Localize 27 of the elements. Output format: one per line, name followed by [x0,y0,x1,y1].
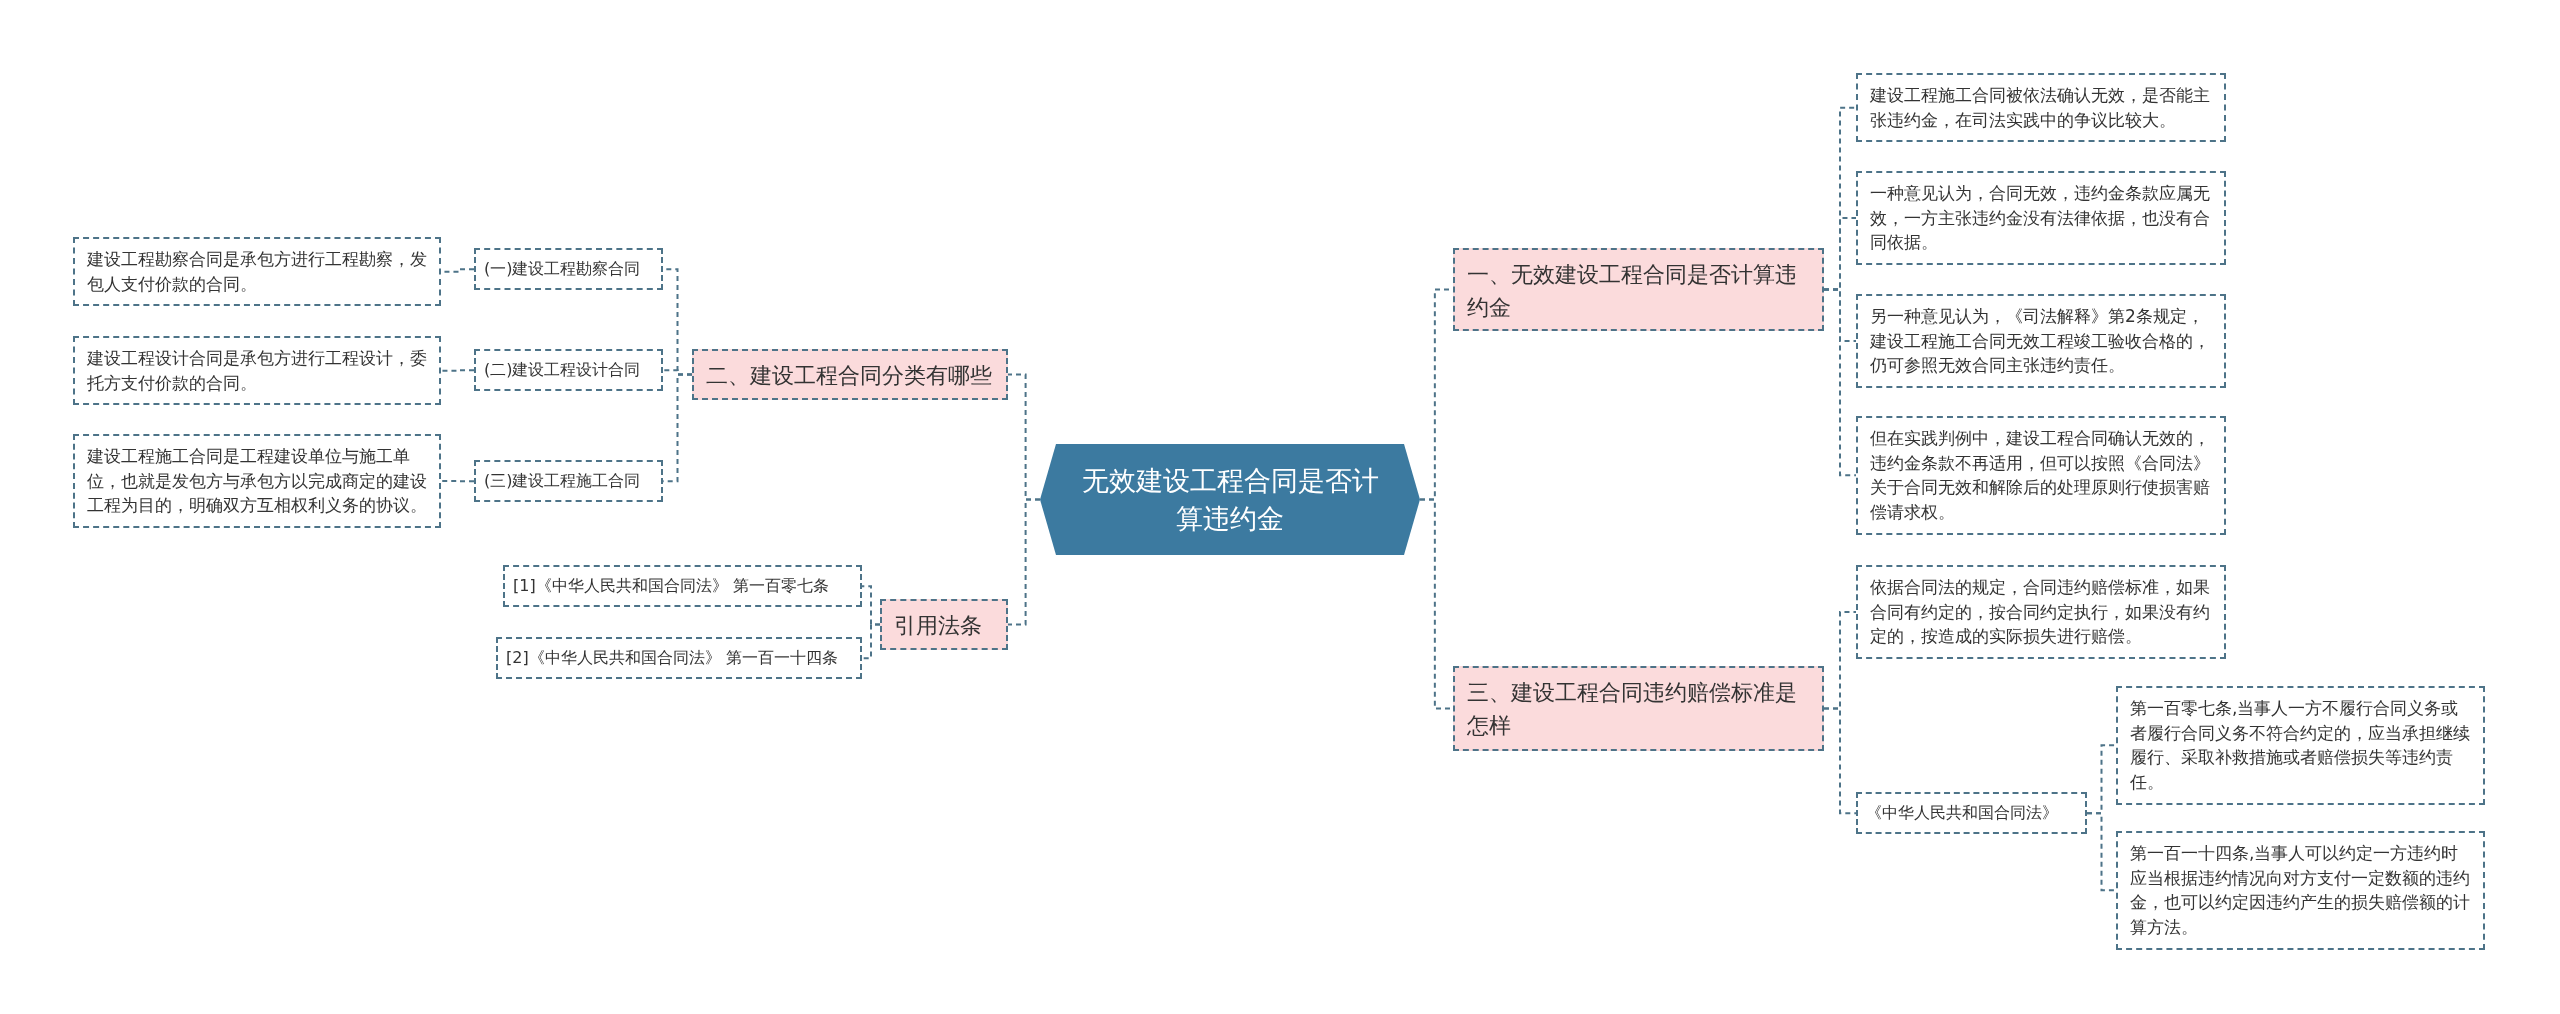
connector-line [440,479,475,483]
connector-line [440,369,475,372]
connector-line [1823,707,1857,815]
note-box: 一种意见认为，合同无效，违约金条款应属无效，一方主张违约金没有法律依据，也没有合同依据。 [1856,171,2226,265]
connector-line [861,623,881,660]
subtopic-box: (三)建设工程施工合同 [474,460,663,503]
topic-box: 一、无效建设工程合同是否计算违约金 [1453,248,1824,331]
subtopic-box: (二)建设工程设计合同 [474,349,663,392]
note-box: 第一百零七条,当事人一方不履行合同义务或者履行合同义务不符合约定的，应当承担继续履行、采取补救措施或者赔偿损失等违约责任。 [2116,686,2485,805]
note-box: 依据合同法的规定，合同违约赔偿标准，如果合同有约定的，按合同约定执行，如果没有约定的，按造成的实际损失进行赔偿。 [1856,565,2226,659]
note-box: 建设工程勘察合同是承包方进行工程勘察，发包人支付价款的合同。 [73,237,441,307]
note-box: 建设工程施工合同被依法确认无效，是否能主张违约金，在司法实践中的争议比较大。 [1856,73,2226,143]
connector-line [2086,812,2117,892]
connector-line [1007,498,1041,626]
note-box: 第一百一十四条,当事人可以约定一方违约时应当根据违约情况向对方支付一定数额的违约金，也可以约定因违约产生的损失赔偿额的计算方法。 [2116,831,2485,950]
subtopic-box: [2]《中华人民共和国合同法》 第一百一十四条 [496,637,862,680]
note-box: 建设工程设计合同是承包方进行工程设计，委托方支付价款的合同。 [73,336,441,406]
note-box: 另一种意见认为，《司法解释》第2条规定，建设工程施工合同无效工程竣工验收合格的，仍可参照无效合同主张违约责任。 [1856,294,2226,388]
note-box: 但在实践判例中，建设工程合同确认无效的，违约金条款不再适用，但可以按照《合同法》关于合同无效和解除后的处理原则行使损害赔偿请求权。 [1856,416,2226,535]
subtopic-box: [1]《中华人民共和国合同法》 第一百零七条 [503,565,862,608]
topic-box: 二、建设工程合同分类有哪些 [692,349,1008,400]
subtopic-box: (一)建设工程勘察合同 [474,248,663,291]
note-box: 建设工程施工合同是工程建设单位与施工单位，也就是发包方与承包方以完成商定的建设工程为目的，明确双方互相权利义务的协议。 [73,434,441,528]
subtopic-box: 《中华人民共和国合同法》 [1856,792,2087,835]
topic-box: 引用法条 [880,599,1008,650]
connector-line [1823,288,1857,477]
topic-box: 三、建设工程合同违约赔偿标准是怎样 [1453,666,1824,751]
